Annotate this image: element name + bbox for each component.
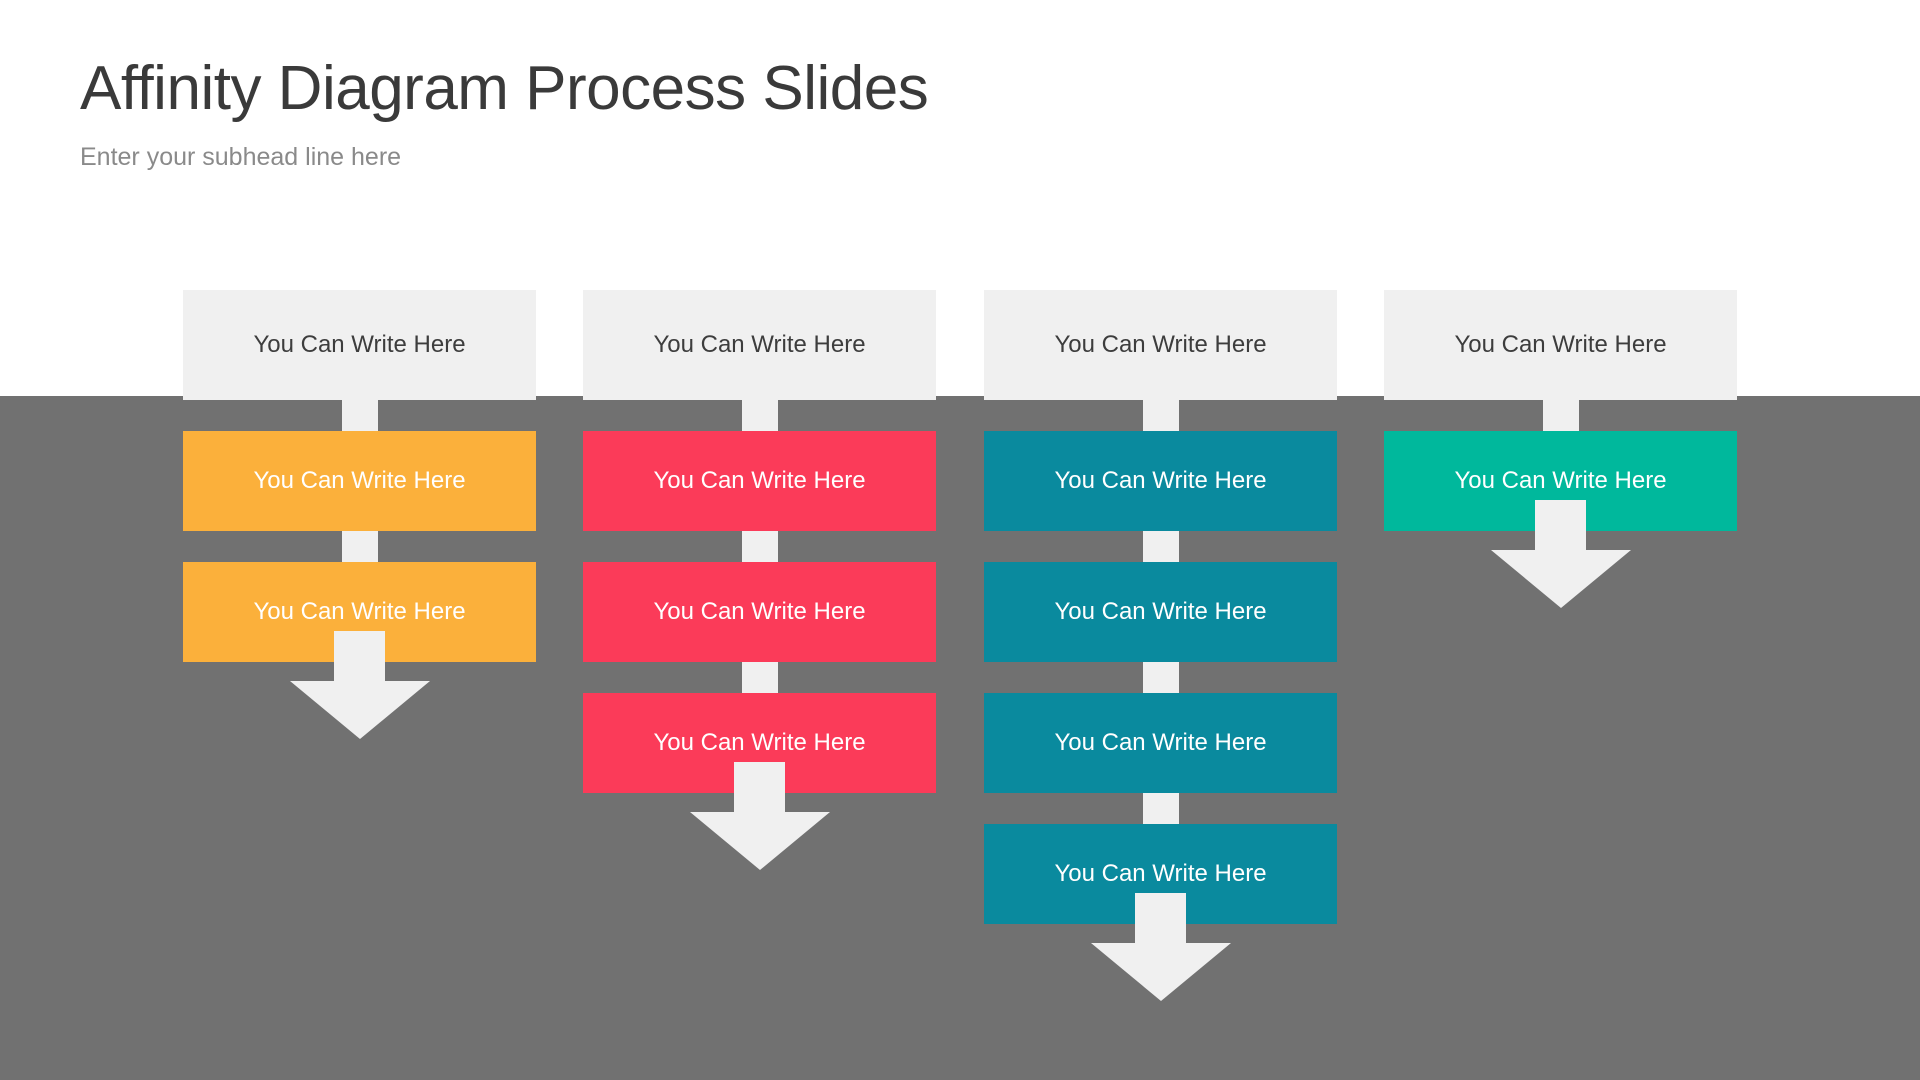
slide-heading: Affinity Diagram Process Slides Enter yo… xyxy=(80,54,929,172)
arrow-shaft xyxy=(1535,500,1586,550)
diagram-node-label: You Can Write Here xyxy=(253,467,466,494)
diagram-node-label: You Can Write Here xyxy=(1454,467,1667,494)
column-header-label: You Can Write Here xyxy=(1454,331,1667,358)
column-header-box[interactable]: You Can Write Here xyxy=(583,290,936,400)
diagram-node[interactable]: You Can Write Here xyxy=(984,693,1337,793)
column-flow-arrow-icon xyxy=(289,631,430,739)
diagram-node-label: You Can Write Here xyxy=(653,467,866,494)
column-flow-arrow-icon xyxy=(689,762,830,870)
column-header-box[interactable]: You Can Write Here xyxy=(984,290,1337,400)
diagram-node[interactable]: You Can Write Here xyxy=(183,562,536,662)
diagram-node-label: You Can Write Here xyxy=(1054,467,1267,494)
arrow-head xyxy=(1490,550,1631,608)
arrow-shaft xyxy=(734,762,785,812)
diagram-node[interactable]: You Can Write Here xyxy=(583,431,936,531)
diagram-node-label: You Can Write Here xyxy=(653,729,866,756)
diagram-node-label: You Can Write Here xyxy=(1054,729,1267,756)
column-header-label: You Can Write Here xyxy=(1054,331,1267,358)
diagram-node-label: You Can Write Here xyxy=(1054,598,1267,625)
column-header-box[interactable]: You Can Write Here xyxy=(1384,290,1737,400)
diagram-node-label: You Can Write Here xyxy=(253,598,466,625)
arrow-head xyxy=(289,681,430,739)
arrow-head xyxy=(1090,943,1231,1001)
column-header-label: You Can Write Here xyxy=(653,331,866,358)
arrow-shaft xyxy=(1135,893,1186,943)
diagram-node[interactable]: You Can Write Here xyxy=(183,431,536,531)
diagram-node-label: You Can Write Here xyxy=(1054,860,1267,887)
page-title: Affinity Diagram Process Slides xyxy=(80,54,929,123)
column-header-label: You Can Write Here xyxy=(253,331,466,358)
column-flow-arrow-icon xyxy=(1490,500,1631,608)
arrow-shaft xyxy=(334,631,385,681)
column-flow-arrow-icon xyxy=(1090,893,1231,1001)
arrow-head xyxy=(689,812,830,870)
diagram-node-label: You Can Write Here xyxy=(653,598,866,625)
column-header-box[interactable]: You Can Write Here xyxy=(183,290,536,400)
diagram-node[interactable]: You Can Write Here xyxy=(984,431,1337,531)
slide-subhead: Enter your subhead line here xyxy=(80,143,402,172)
diagram-node[interactable]: You Can Write Here xyxy=(984,562,1337,662)
diagram-node[interactable]: You Can Write Here xyxy=(583,562,936,662)
